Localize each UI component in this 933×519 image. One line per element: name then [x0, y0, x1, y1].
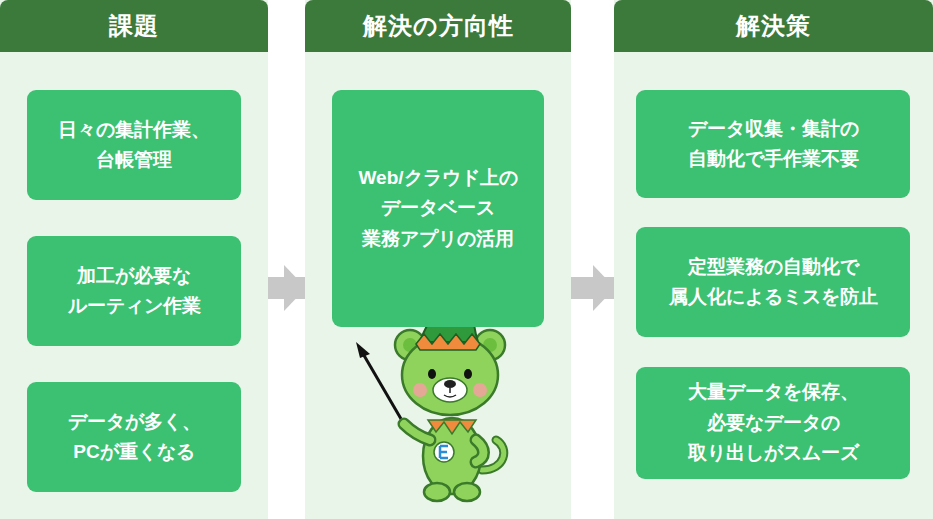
text-line: 日々の集計作業、 — [58, 115, 210, 145]
ear-inner — [403, 338, 417, 352]
column-panel: 解決策データ収集・集計の 自動化で手作業不要定型業務の自動化で 属人化によるミス… — [614, 0, 933, 519]
chest-logo-mark — [440, 446, 448, 458]
text-line: 解決策 — [736, 10, 811, 42]
process-box: データが多く、 PCが重くなる — [27, 382, 241, 492]
text-line: 属人化によるミスを防止 — [669, 282, 878, 312]
text-line: ルーティン作業 — [68, 291, 201, 321]
muzzle — [433, 378, 467, 402]
text-line: 大量データを保存、 — [688, 377, 859, 407]
ear — [475, 330, 505, 360]
text-line: 必要なデータの — [688, 408, 859, 438]
cheek — [473, 383, 487, 397]
box-text: Web/クラウド上の データベース 業務アプリの活用 — [358, 163, 517, 254]
process-box: 定型業務の自動化で 属人化によるミスを防止 — [636, 227, 910, 337]
text-line: 取り出しがスムーズ — [688, 438, 859, 468]
tail — [482, 440, 504, 470]
arm — [404, 424, 430, 440]
body — [423, 418, 481, 494]
column-panel: 課題日々の集計作業、 台帳管理加工が必要な ルーティン作業データが多く、 PCが… — [0, 0, 268, 519]
pointer-tip — [356, 342, 370, 358]
cheek — [413, 383, 427, 397]
box-text: 日々の集計作業、 台帳管理 — [58, 115, 210, 176]
box-text: 加工が必要な ルーティン作業 — [68, 261, 201, 322]
box-text: 大量データを保存、 必要なデータの 取り出しがスムーズ — [688, 377, 859, 468]
box-text: 定型業務の自動化で 属人化によるミスを防止 — [669, 252, 878, 313]
tail-fill — [482, 440, 504, 470]
chest-logo — [434, 442, 454, 462]
text-line: 解決の方向性 — [363, 10, 514, 42]
text-line: 加工が必要な — [68, 261, 201, 291]
mouth — [444, 388, 456, 397]
box-text: データ収集・集計の 自動化で手作業不要 — [688, 114, 859, 175]
panel-title: 解決策 — [736, 10, 811, 42]
ear — [395, 330, 425, 360]
arm — [476, 440, 484, 462]
process-box: 加工が必要な ルーティン作業 — [27, 236, 241, 346]
panel-header: 課題 — [0, 0, 268, 52]
text-line: 業務アプリの活用 — [358, 224, 517, 254]
text-line: データベース — [358, 193, 517, 223]
eye — [428, 369, 436, 379]
leg — [424, 483, 450, 501]
box-text: データが多く、 PCが重くなる — [68, 407, 201, 468]
hat-pompom — [481, 306, 491, 316]
head — [402, 335, 498, 415]
process-box: データ収集・集計の 自動化で手作業不要 — [636, 90, 910, 198]
elf-hat — [420, 299, 484, 342]
nose — [444, 380, 456, 388]
text-line: 課題 — [109, 10, 159, 42]
text-line: 台帳管理 — [58, 145, 210, 175]
text-line: Web/クラウド上の — [358, 163, 517, 193]
column-panel: 解決の方向性 Web/クラウド上の データベース 業務アプリの活用 — [305, 0, 571, 519]
text-line: データが多く、 — [68, 407, 201, 437]
process-box: 大量データを保存、 必要なデータの 取り出しがスムーズ — [636, 367, 910, 479]
hat-brim — [416, 334, 480, 350]
arm-fill — [404, 424, 430, 440]
collar — [428, 420, 476, 434]
text-line: データ収集・集計の — [688, 114, 859, 144]
process-box: Web/クラウド上の データベース 業務アプリの活用 — [332, 90, 544, 327]
pointer-stick — [362, 352, 404, 424]
arm-fill — [476, 440, 484, 462]
flow-arrow — [571, 277, 614, 299]
process-box: 日々の集計作業、 台帳管理 — [27, 90, 241, 200]
ear-inner — [483, 338, 497, 352]
leg — [454, 483, 480, 501]
flow-arrow — [268, 277, 305, 299]
panel-header: 解決策 — [614, 0, 933, 52]
text-line: 自動化で手作業不要 — [688, 144, 859, 174]
panel-title: 解決の方向性 — [363, 10, 514, 42]
text-line: 定型業務の自動化で — [669, 252, 878, 282]
panel-title: 課題 — [109, 10, 159, 42]
eye — [464, 369, 472, 379]
panel-header: 解決の方向性 — [305, 0, 571, 52]
text-line: PCが重くなる — [68, 437, 201, 467]
